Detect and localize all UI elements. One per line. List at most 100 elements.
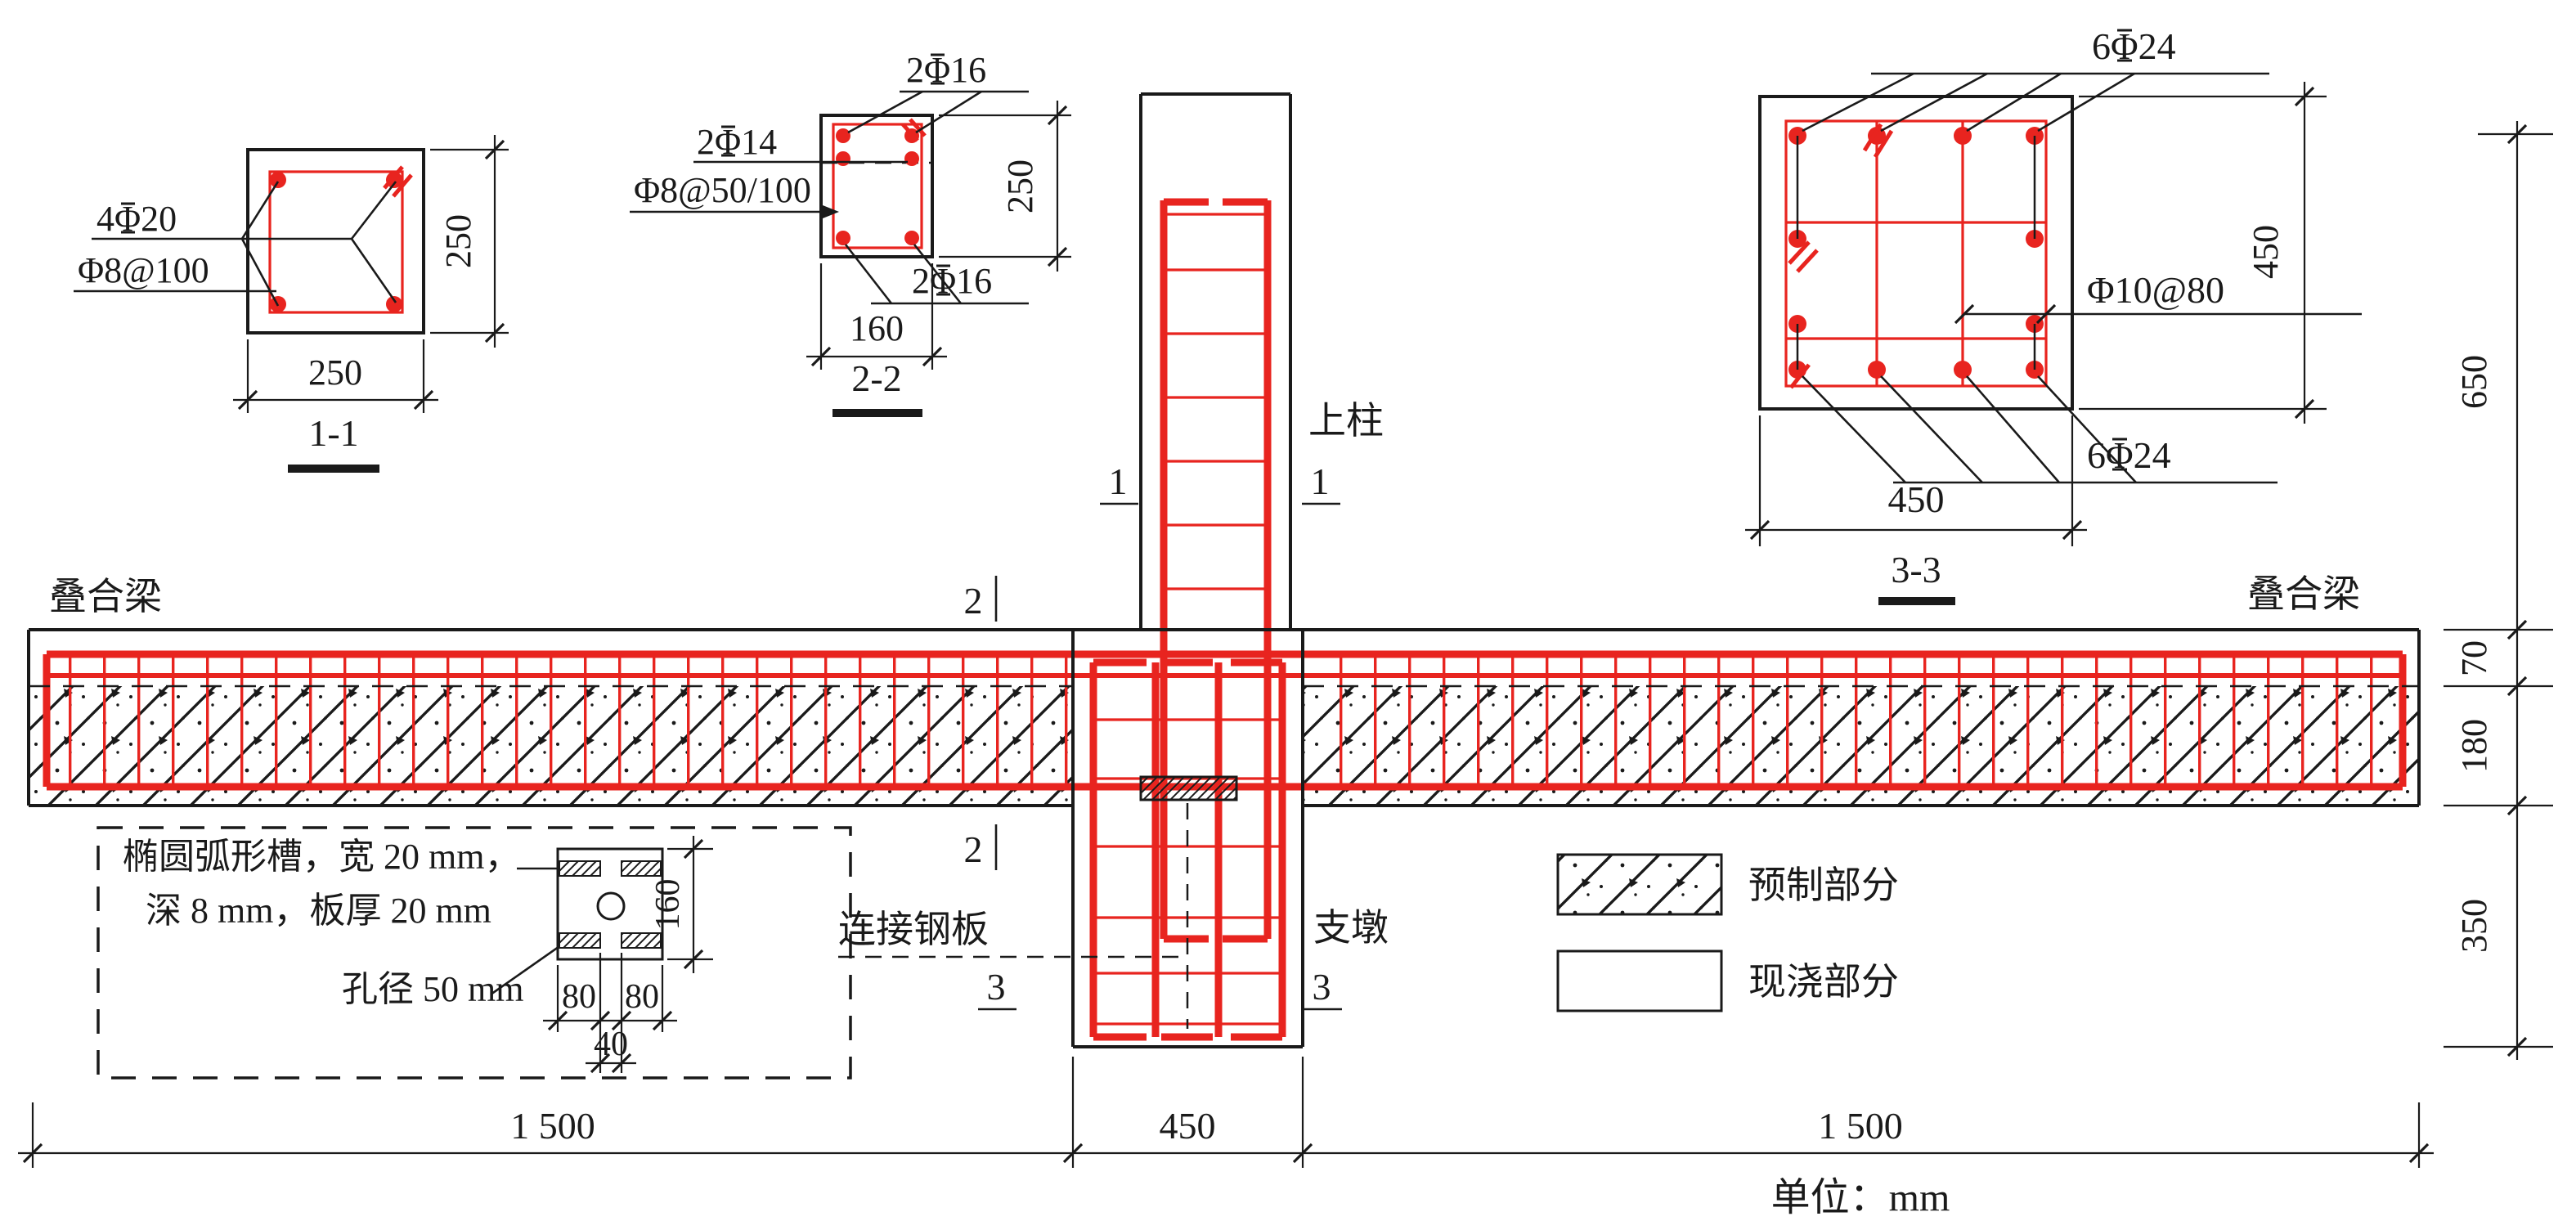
dim-span-right: 1 500 [1818,1105,1903,1147]
stirrup-label: Φ10@80 [2087,269,2224,311]
cut-mark-label: 2 [964,828,983,870]
legend: 预制部分 现浇部分 [1556,853,1899,1012]
hole-label: 孔径 50 mm [342,969,523,1009]
dim-70: 70 [2454,640,2494,676]
extension-lines [31,1057,2421,1168]
rebar-hook-tick [1862,123,1894,159]
section-title: 2-2 [851,357,901,399]
inner-ties [1786,121,2046,386]
section-2-2-concrete-outline [819,114,934,258]
leader-lines [1802,375,2137,483]
extension-lines [667,847,713,961]
cut-mark-label: 3 [987,966,1006,1008]
dim-height: 250 [1000,159,1040,213]
cut-mark-3: 3 3 [978,966,1342,1011]
upper-column-rebar [1160,198,1272,943]
leader-lines [847,90,982,134]
connecting-steel-plate [1139,775,1238,801]
plate-label: 连接钢板 [838,909,989,950]
unit-note: 单位：mm [1771,1176,1950,1219]
rebar-dots [1788,127,2044,379]
section-title: 3-3 [1891,549,1941,590]
top-bars-label: 6Φ24 [2092,25,2176,67]
legend-precast-swatch [1556,853,1723,916]
bar-projection-lines [1796,136,2036,370]
section-2-2: 2Φ16 2Φ14 Φ8@50/100 2Φ16 160 250 2-2 [630,50,1071,417]
bottom-bars-label: 6Φ24 [2087,434,2171,476]
cut-mark-2: 2 2 [964,576,998,870]
main-bars-label: 4Φ20 [96,199,177,239]
upper-column-label: 上柱 [1308,400,1384,442]
detail-note-line1: 椭圆弧形槽，宽 20 mm， [123,837,520,877]
leader-lines [240,181,397,307]
dim-slot-right: 80 [625,978,659,1016]
detail-note-line2: 深 8 mm，板厚 20 mm [146,891,491,931]
bottom-bars-label: 2Φ16 [912,261,992,301]
leader-lines [844,244,963,304]
joint-pier-outline [1071,630,1304,1048]
dim-650: 650 [2454,355,2494,409]
rebar-hook-tick [383,165,413,198]
section-1-1-stirrup [268,170,404,314]
rebar-dot [836,151,850,166]
rebar-grade-symbol-tick [2117,29,2132,62]
rebar-grade-symbol-tick [931,53,945,85]
section-title-underline [288,465,379,473]
rebar-dot [904,231,919,245]
cut-mark-label: 1 [1311,460,1330,502]
dim-height: 250 [438,214,478,268]
beam-right-label: 叠合梁 [2247,573,2360,615]
beam-outline [27,628,2421,807]
bottom-dimension-chain: 1 500 450 1 500 单位：mm [18,1057,2434,1219]
dim-width: 250 [308,352,362,393]
dim-plate-height: 160 [649,879,687,931]
rebar-grade-symbol-tick [721,125,735,157]
dim-height: 450 [2246,225,2286,279]
rebar-dot [270,172,286,188]
dim-span-left: 1 500 [510,1105,595,1147]
plate-hole [596,891,626,921]
beam-left-label: 叠合梁 [49,576,162,617]
legend-cast-label: 现浇部分 [1748,961,1899,1003]
rebar-dot [904,151,919,166]
section-3-3-concrete-outline [1758,95,2074,411]
extension-lines [819,263,934,370]
rebar-hook-tick [1789,363,1811,389]
extension-lines [939,114,1071,258]
dim-span-middle: 450 [1160,1105,1216,1147]
dim-180: 180 [2454,719,2494,773]
cut-mark-1: 1 1 [1100,460,1340,505]
cut-mark-label: 3 [1313,966,1331,1008]
section-3-3: 6Φ24 Φ10@80 6Φ24 450 450 3-3 [1745,25,2362,605]
section-2-2-stirrup [832,123,923,249]
cut-mark-label: 2 [964,580,983,622]
rebar-grade-symbol-tick [2112,438,2127,471]
section-3-3-stirrup [1784,119,2048,388]
dim-middle-gap: 40 [594,1026,628,1063]
rebar-dot [386,296,402,312]
dim-width: 450 [1888,478,1945,520]
leader-lines [1802,72,2135,132]
rebar-grade-symbol-tick [121,202,135,234]
groove-slots [559,860,662,949]
rebar-dot [836,128,850,143]
cut-mark-label: 1 [1109,460,1128,502]
elevation-view: 叠合梁 叠合梁 上柱 支墩 连接钢板 1 1 2 2 3 3 [27,92,2421,1048]
rebar-hook-tick [1788,240,1819,273]
top-bars-label: 2Φ16 [906,50,986,90]
extension-lines [2079,95,2327,411]
section-title-underline [1878,597,1955,605]
leader-arrowhead [823,205,839,218]
plate-detail-box: 椭圆弧形槽，宽 20 mm， 深 8 mm，板厚 20 mm 孔径 50 mm … [96,826,852,1080]
legend-cast-swatch [1556,949,1723,1012]
pier-label: 支墩 [1313,907,1389,949]
concrete-outlines [27,92,2421,1048]
mid-bars-label: 2Φ14 [697,122,777,162]
stirrup-label: Φ8@50/100 [634,170,811,210]
section-title-underline [832,409,922,417]
rebar-hook-tick [901,118,927,142]
stirrup-label: Φ8@100 [78,250,209,290]
dim-350: 350 [2454,899,2494,953]
